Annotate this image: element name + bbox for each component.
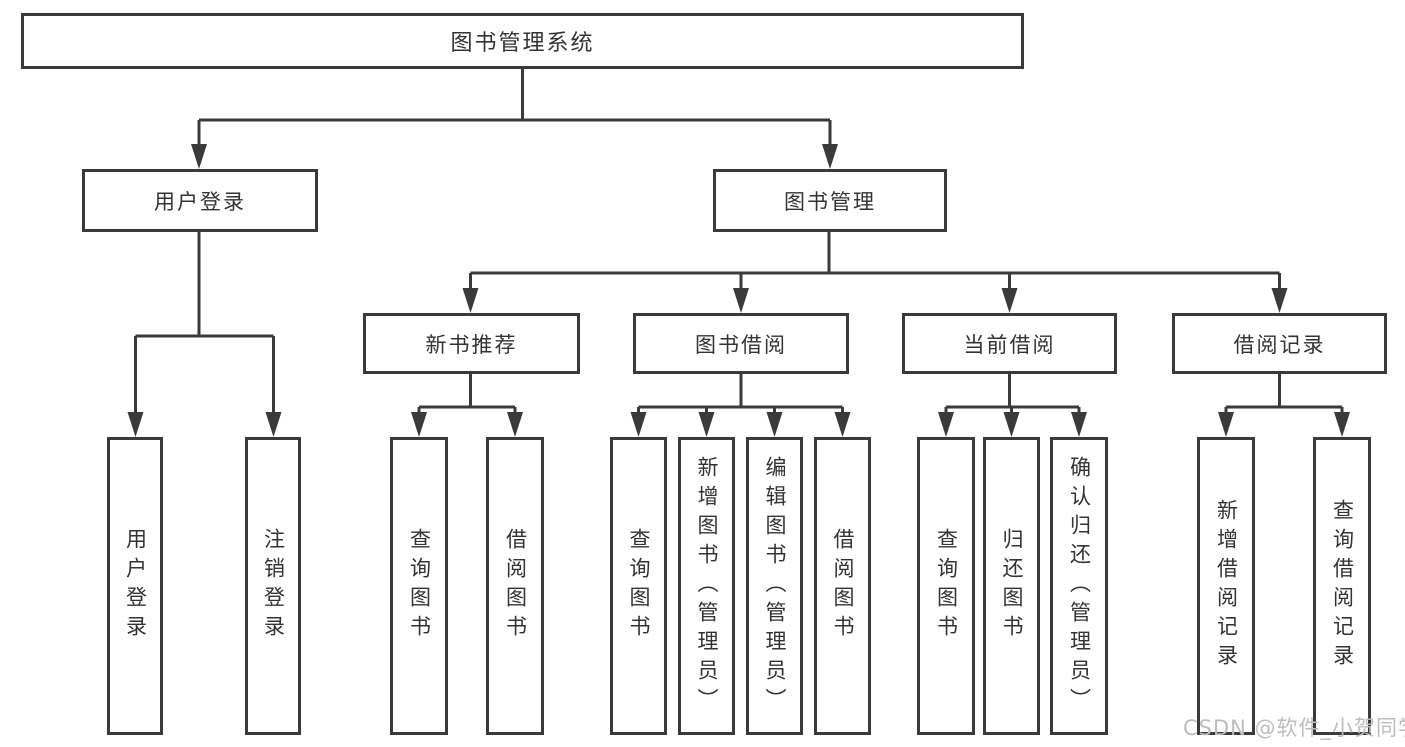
node-book-management: 图书管理 — [713, 169, 947, 232]
leaf-label: 查询图书 — [407, 528, 432, 644]
leaf-logout: 注销登录 — [245, 437, 301, 735]
node-label: 用户登录 — [154, 189, 246, 214]
leaf-user-login: 用户登录 — [107, 437, 163, 735]
node-label: 借阅记录 — [1233, 332, 1326, 357]
leaf-label: 注销登录 — [261, 528, 286, 644]
node-label: 图书借阅 — [695, 332, 787, 357]
leaf-return-book: 归还图书 — [983, 437, 1040, 735]
leaf-edit-book-admin: 编辑图书（管理员） — [746, 437, 803, 735]
node-label: 新书推荐 — [425, 332, 518, 357]
leaf-label: 用户登录 — [123, 528, 148, 644]
leaf-label: 确认归还（管理员） — [1067, 455, 1092, 717]
leaf-borrow-book: 借阅图书 — [814, 437, 871, 735]
leaf-confirm-return-admin: 确认归还（管理员） — [1050, 437, 1108, 735]
node-book-borrowing: 图书借阅 — [633, 313, 849, 374]
leaf-label: 借阅图书 — [503, 528, 528, 644]
leaf-label: 新增图书（管理员） — [695, 455, 719, 717]
node-label: 图书管理 — [784, 189, 876, 214]
node-label: 图书管理系统 — [450, 31, 595, 56]
node-new-book-recommendation: 新书推荐 — [363, 313, 580, 374]
leaf-label: 归还图书 — [1000, 528, 1024, 644]
leaf-query-book-current: 查询图书 — [917, 437, 975, 735]
leaf-label: 查询借阅记录 — [1330, 499, 1355, 673]
node-label: 当前借阅 — [963, 332, 1056, 357]
leaf-query-borrow-record: 查询借阅记录 — [1313, 437, 1371, 735]
node-user-login: 用户登录 — [82, 169, 318, 232]
node-borrowing-records: 借阅记录 — [1172, 313, 1387, 374]
leaf-query-book-borrow: 查询图书 — [610, 437, 667, 735]
leaf-query-book-newbook: 查询图书 — [390, 437, 448, 735]
leaf-add-borrow-record: 新增借阅记录 — [1197, 437, 1255, 735]
node-current-borrowing: 当前借阅 — [902, 313, 1117, 374]
leaf-add-book-admin: 新增图书（管理员） — [678, 437, 735, 735]
leaf-label: 查询图书 — [934, 528, 959, 644]
node-library-management-system: 图书管理系统 — [21, 13, 1024, 69]
csdn-watermark: CSDN @软件_小贺同学 — [1183, 716, 1405, 740]
leaf-borrow-book-newbook: 借阅图书 — [486, 437, 544, 735]
leaf-label: 查询图书 — [627, 528, 651, 644]
leaf-label: 编辑图书（管理员） — [763, 455, 787, 717]
leaf-label: 新增借阅记录 — [1214, 499, 1239, 673]
leaf-label: 借阅图书 — [831, 528, 855, 644]
